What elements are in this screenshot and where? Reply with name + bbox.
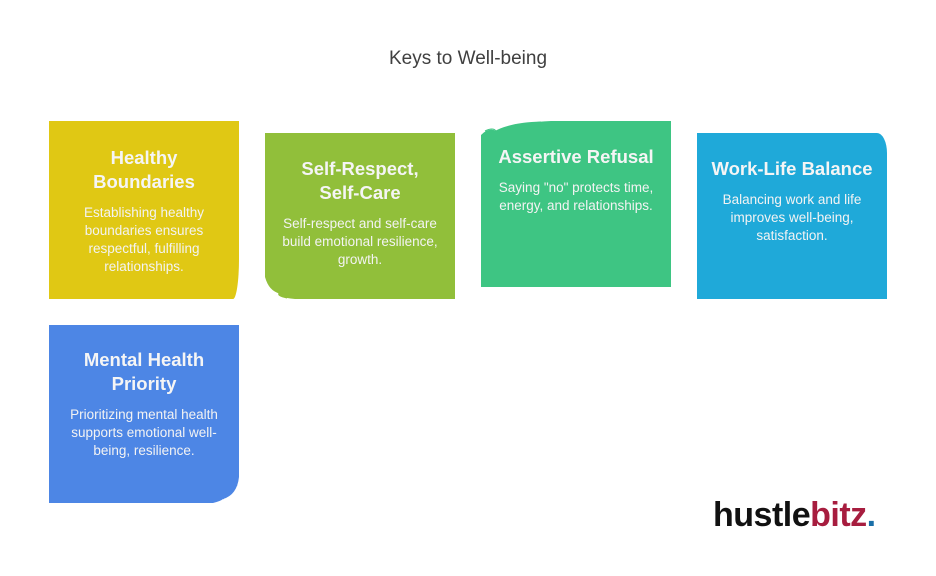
hustlebitz-logo: hustlebitz. [713,496,876,535]
logo-part1: hustle [713,496,811,534]
card-assertive-refusal: Assertive Refusal Saying "no" protects t… [481,121,671,287]
card-heading: Healthy Boundaries [93,147,195,192]
card-text: Prioritizing mental health supports emot… [70,407,218,458]
card-text: Balancing work and life improves well-be… [722,192,862,243]
card-heading: Mental Health Priority [83,349,205,394]
card-self-respect: Self-Respect, Self-Care Self-respect and… [265,133,455,299]
page-curl-icon [481,121,551,135]
logo-part2: bitz [810,496,867,534]
card-mental-health: Mental Health Priority Prioritizing ment… [49,325,239,503]
card-text: Self-respect and self-care build emotion… [282,216,438,267]
logo-dot: . [866,496,876,534]
card-work-life-balance: Work-Life Balance Balancing work and lif… [697,133,887,299]
page-curl-icon [265,277,295,299]
card-healthy-boundaries: Healthy Boundaries Establishing healthy … [49,121,239,299]
card-heading: Work-Life Balance [711,158,873,179]
card-heading: Assertive Refusal [498,146,654,167]
page-curl-icon [213,477,239,503]
card-text: Establishing healthy boundaries ensures … [83,205,205,274]
diagram-title: Keys to Well-being [388,48,548,69]
card-text: Saying "no" protects time, energy, and r… [498,180,654,213]
card-heading: Self-Respect, Self-Care [301,158,419,203]
